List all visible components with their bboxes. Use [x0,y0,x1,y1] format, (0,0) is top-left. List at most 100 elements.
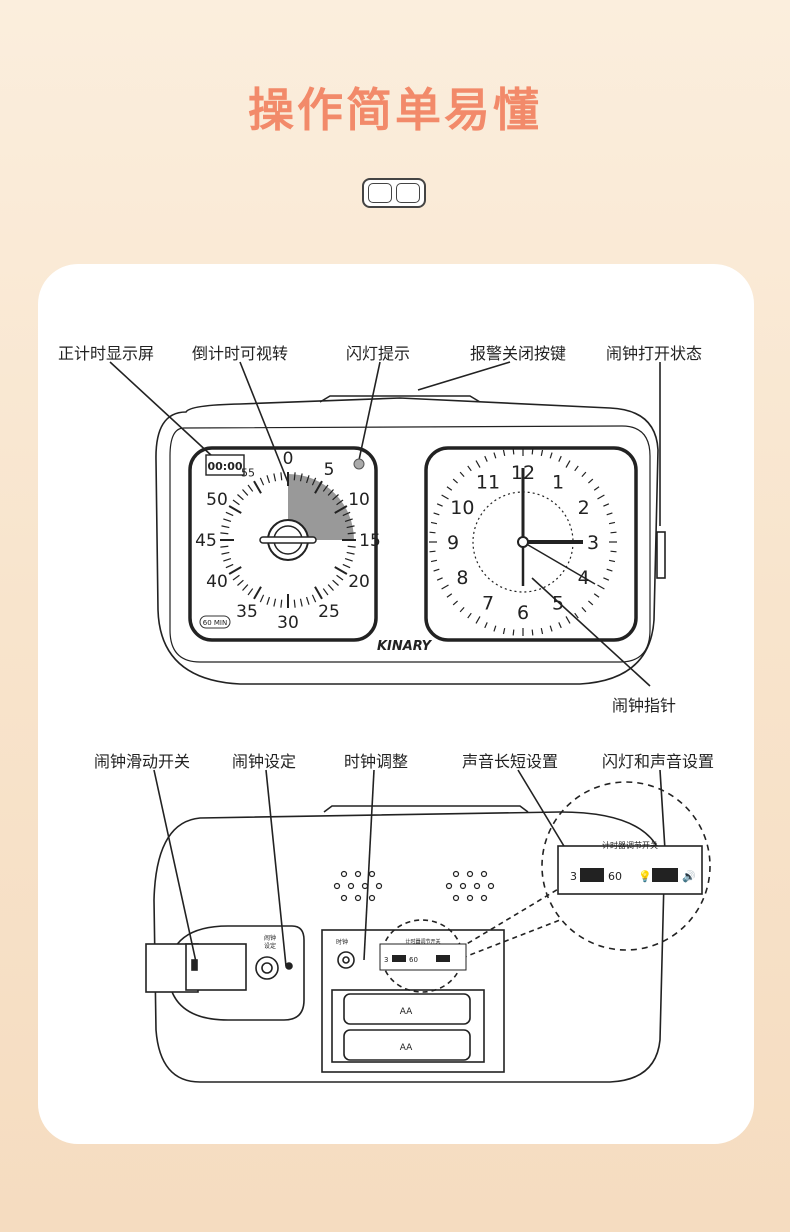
timer-tick [280,472,283,481]
clock-number: 10 [450,497,474,519]
clock-tick [436,503,443,507]
timer-tick [327,489,334,496]
timer-tick [334,566,348,575]
switch-title: 计时器调节开关 [602,840,658,850]
clock-tick [531,629,534,636]
timer-tick [344,557,353,562]
clock-tick [429,531,436,534]
timer-tick [220,545,229,548]
label-alarm-hand: 闹钟指针 [612,696,677,715]
countdown-sector [288,474,354,540]
clock-tick [493,452,497,459]
timer-tick [228,566,242,575]
bulb-icon: 💡 [638,870,652,883]
clock-tick [574,612,579,619]
timer-number: 45 [195,531,217,551]
battery-compartment [321,929,505,1073]
timer-tick [266,475,271,484]
clock-tick [452,600,459,606]
clock-tick [587,600,594,606]
clock-tick [484,455,488,462]
timer-tick [220,532,229,535]
switch-min: 3 [570,870,577,883]
clock-tick [597,494,605,500]
clock-tick [459,471,465,478]
timer-tick [247,588,254,596]
clock-tick [565,460,571,468]
clock-tick [493,625,497,632]
clock-tick [452,478,459,484]
clock-tick [549,452,553,459]
label-flash-sound: 闪灯和声音设置 [602,752,715,771]
label-alarm-slide-switch: 闹钟滑动开关 [94,752,191,771]
timer-tick [266,596,271,605]
zoom-line-2 [461,919,561,959]
timer-tick [242,584,249,591]
alarm-set-knob-center [261,962,273,974]
leader-clock-adjust [363,769,375,961]
alarm-set-point [285,962,293,970]
speaker-left [333,870,383,902]
clock-number: 3 [587,532,599,554]
sound-length-switch[interactable] [580,868,604,882]
speaker-right [445,870,495,902]
clock-tick [475,460,481,468]
clock-center [517,536,529,548]
clock-tick [593,486,600,491]
clock-adjust-knob[interactable] [337,951,355,969]
timer-number: 35 [236,602,258,622]
small-flash-switch [436,955,450,962]
front-bezel [169,425,651,663]
clock-tick [512,448,515,455]
flash-indicator-led [353,458,365,470]
lcd-value: 00:00 [207,460,242,473]
clock-number: 8 [456,567,468,589]
clock-tick [606,568,613,572]
clock-tick [430,521,438,525]
clock-tick [436,577,443,581]
clock-tick [597,584,605,590]
clock-tick [531,448,534,455]
timer-tick [280,599,283,608]
clock-tick [610,550,617,553]
badge-60min-text: 60 MIN [203,619,227,627]
timer-tick [242,489,249,496]
alarm-set-knob [255,956,279,980]
timer-number: 20 [348,572,370,592]
label-flash-hint: 闪灯提示 [346,344,411,363]
timer-face-icon [368,183,392,203]
small-switch-panel [379,943,467,971]
timer-tick [342,563,351,569]
clock-tick [608,521,616,525]
label-alarm-set: 闹钟设定 [232,752,297,771]
side-alarm-switch [656,531,666,579]
label-alarm-on-state: 闹钟打开状态 [606,344,703,363]
flash-sound-switch[interactable] [652,868,678,882]
label-clock-adjust: 时钟调整 [344,752,409,771]
clock-tick [433,512,440,516]
switch-max: 60 [608,870,622,883]
clock-tick [606,512,613,516]
top-alarm-button [319,395,481,403]
clock-tick [574,465,579,472]
clock-tick [467,612,472,619]
timer-tick [228,505,242,514]
timer-tick [253,586,262,600]
clock-face: 121234567891011 [429,448,617,636]
clock-tick [587,478,594,484]
timer-tick [311,477,317,486]
battery-1-label: AA [400,1007,413,1017]
clock-adjust-knob-center [342,956,350,964]
timer-tick [273,598,277,607]
clock-window [424,446,638,642]
clock-number: 7 [482,593,494,615]
timer-tick [225,511,234,517]
timer-tick [311,594,317,603]
timer-tick [346,551,355,555]
clock-tick [475,616,481,624]
clock-tick [502,449,506,457]
clock-tick [603,503,610,507]
leader-flash-hint [358,361,381,461]
timer-tick [314,480,323,494]
